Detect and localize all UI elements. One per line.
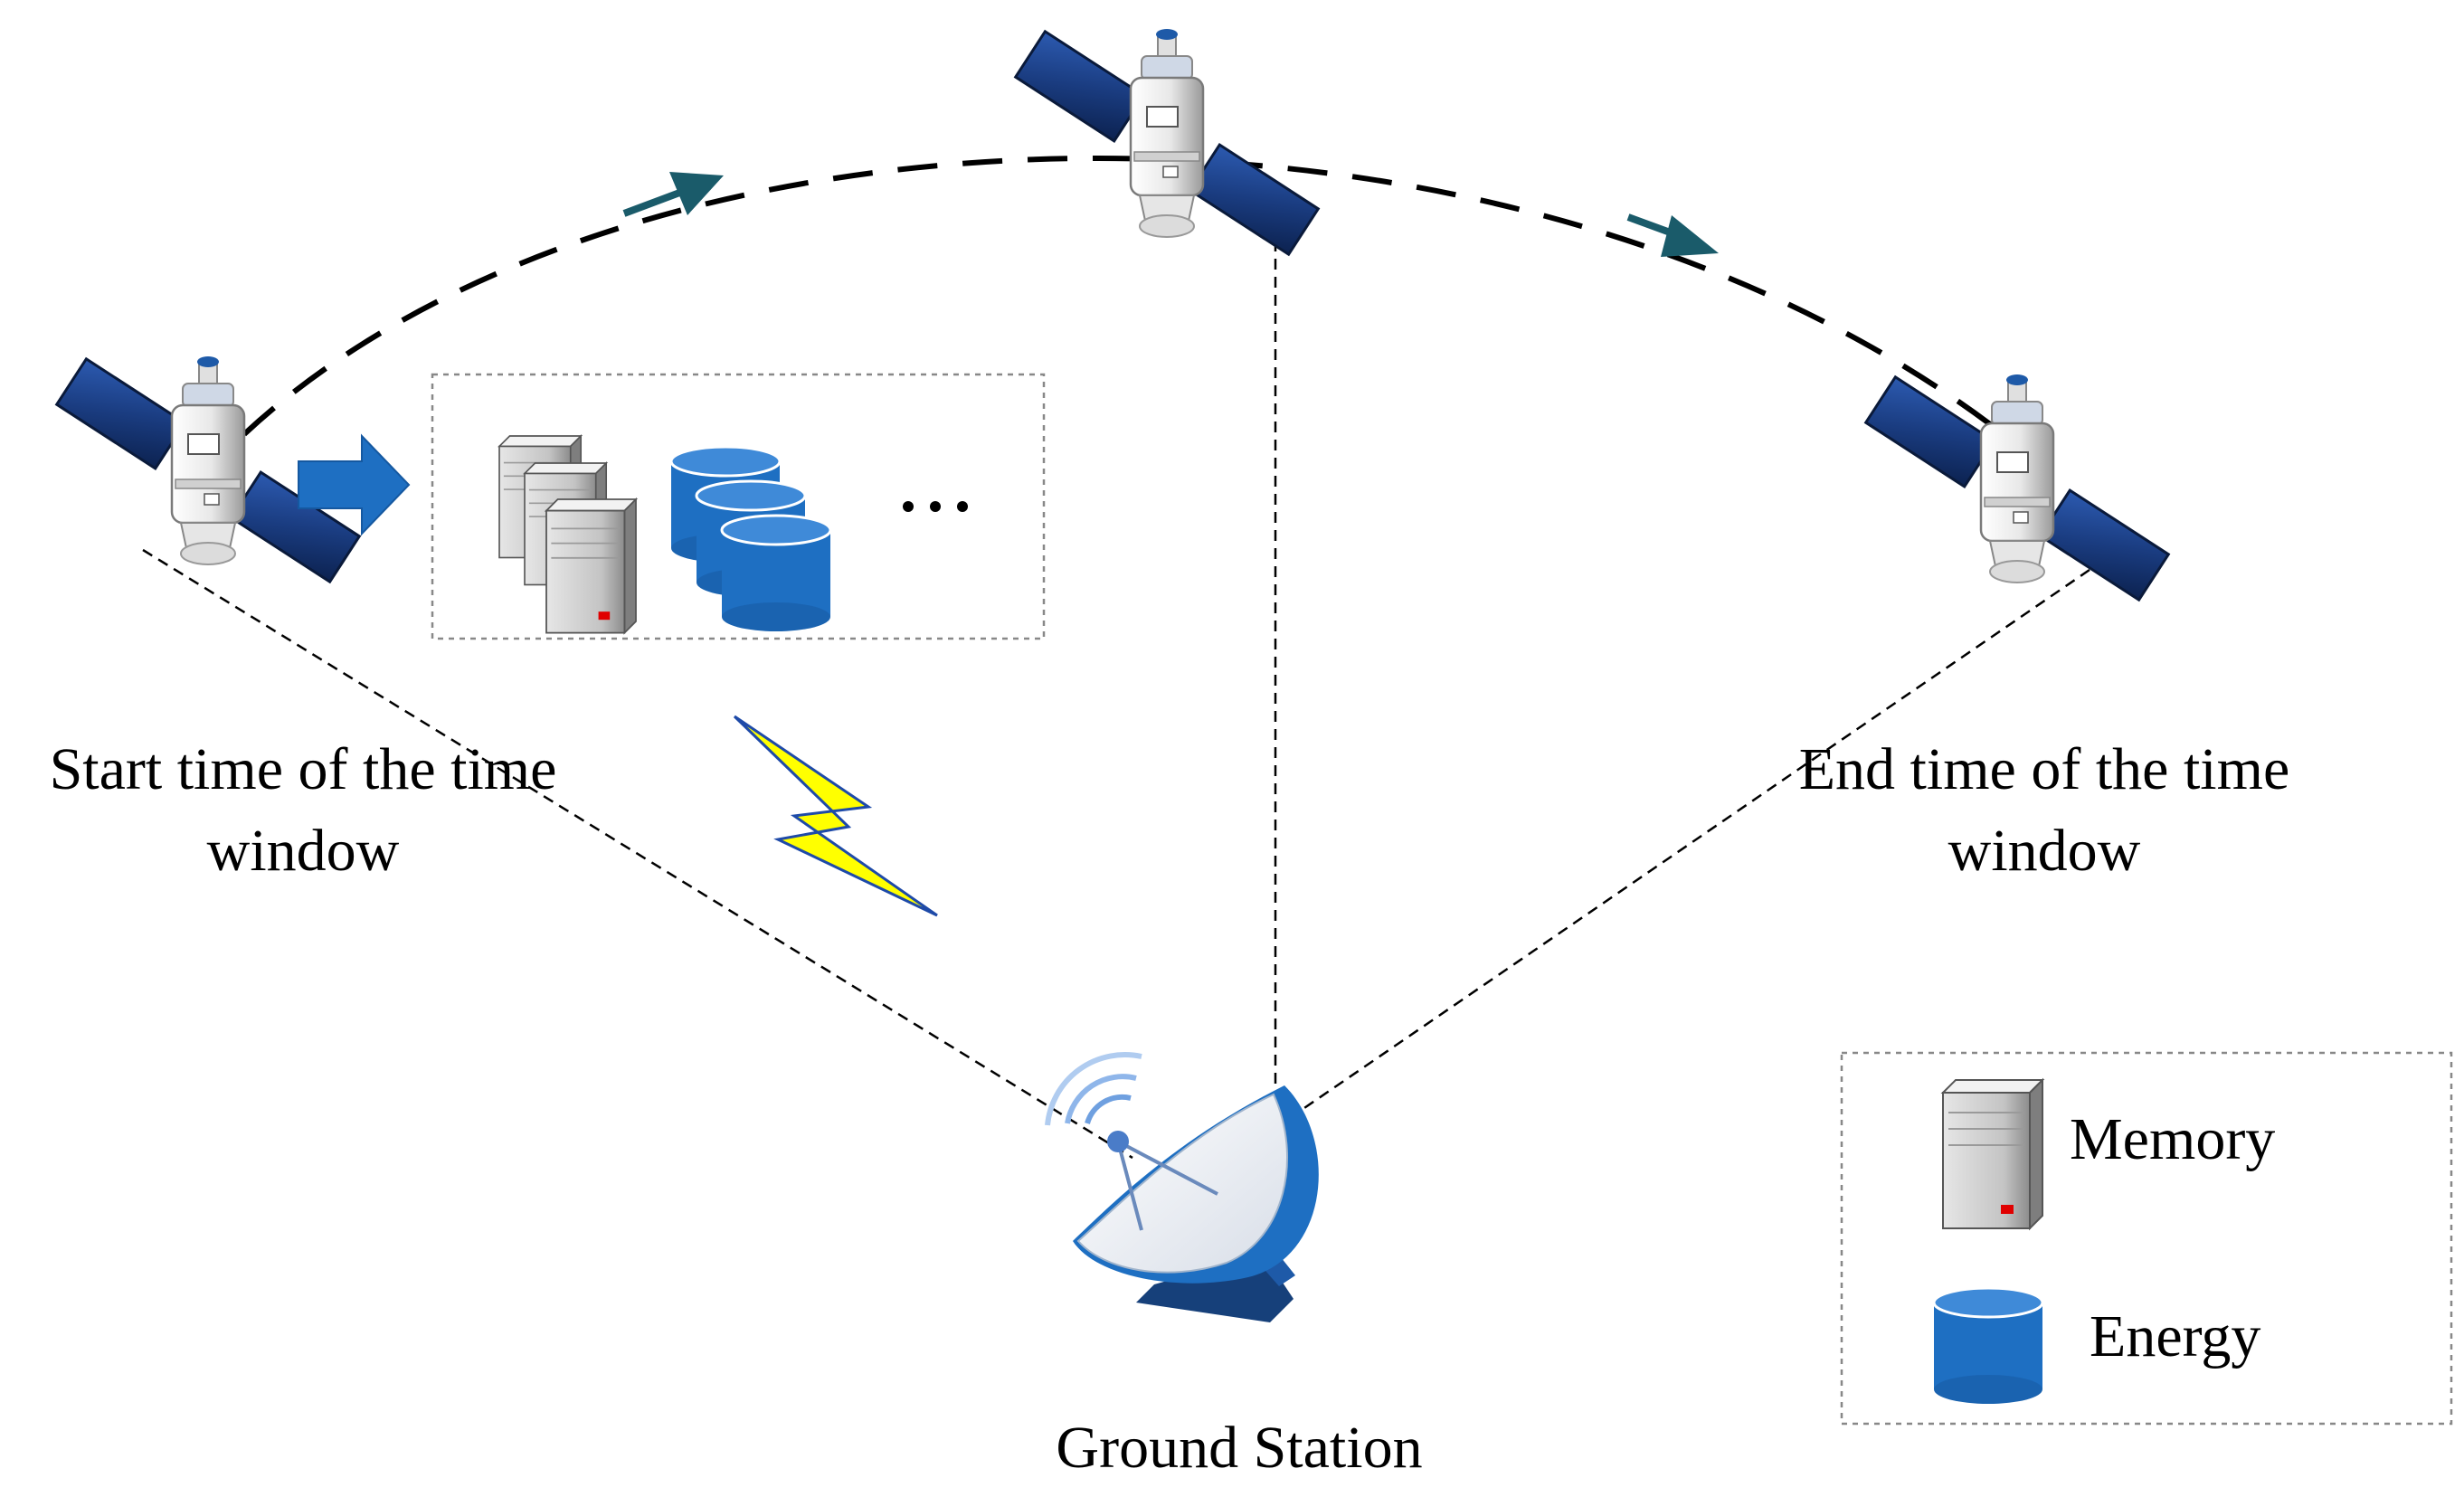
legend-box (1840, 1051, 2453, 1426)
legend-energy-icon (1932, 1286, 2044, 1406)
orbit-arrow-right (1626, 213, 1719, 257)
lightning-icon (733, 715, 938, 917)
legend-memory-label: Memory (2070, 1106, 2276, 1172)
sightline-start (142, 548, 1133, 1160)
ellipsis-dots (903, 501, 968, 512)
resource-box (431, 373, 1046, 640)
satellite-end (1864, 373, 2170, 602)
start-label-line2: window (206, 818, 400, 884)
resource-arrow (298, 433, 411, 536)
legend-memory-icon (1942, 1079, 2043, 1229)
memory-servers (498, 435, 637, 634)
orbit-arrow-left (622, 172, 724, 217)
start-label-line1: Start time of the time (49, 736, 557, 802)
ground-station-label: Ground Station (1056, 1415, 1423, 1481)
satellite-top (1014, 27, 1320, 256)
end-label: End time of the time window (1728, 729, 2361, 892)
energy-cylinders (669, 445, 832, 633)
end-label-line2: window (1948, 818, 2141, 884)
start-label: Start time of the time window (0, 729, 606, 892)
orbit-path (242, 156, 2028, 455)
ground-station-icon (1045, 1052, 1319, 1322)
legend-energy-label: Energy (2090, 1303, 2261, 1369)
end-label-line1: End time of the time (1798, 736, 2290, 802)
